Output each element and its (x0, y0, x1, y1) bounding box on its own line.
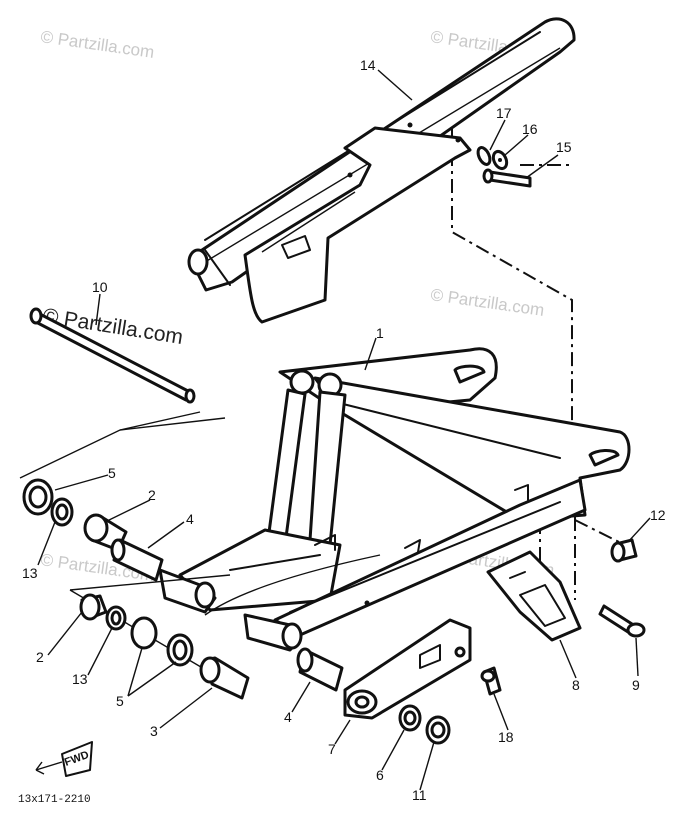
callout-7: 7 (328, 741, 336, 757)
chain-adjuster-plate (343, 618, 472, 720)
callout-14: 14 (360, 57, 376, 73)
chain-guide (486, 550, 582, 642)
callout-8: 8 (572, 677, 580, 693)
callout-13-lower: 13 (72, 671, 88, 687)
callout-12: 12 (650, 507, 666, 523)
cap-12 (610, 538, 638, 563)
callout-18: 18 (498, 729, 514, 745)
forward-direction-marker: FWD (35, 741, 93, 777)
bushing-group-upper (19, 411, 226, 582)
callout-13-upper: 13 (22, 565, 38, 581)
callout-16: 16 (522, 121, 538, 137)
pivot-shaft (29, 307, 196, 404)
callout-11: 11 (412, 787, 427, 803)
bolt-9 (598, 604, 646, 638)
diagram-code: 13x171-2210 (18, 794, 91, 806)
callout-15: 15 (556, 139, 572, 155)
callout-4-lower: 4 (284, 709, 292, 725)
callout-4-upper: 4 (186, 511, 194, 527)
callout-2-upper: 2 (148, 487, 156, 503)
bushing-group-lower (69, 574, 344, 700)
chain-case (187, 17, 576, 324)
callout-5-lower: 5 (116, 693, 124, 709)
callouts: 14 17 16 15 10 1 5 2 4 13 12 2 13 5 3 4 … (22, 57, 666, 803)
callout-9: 9 (632, 677, 640, 693)
leader-lines (37, 69, 651, 791)
callout-3: 3 (150, 723, 158, 739)
bolt-15-washer-16-nut-17 (476, 146, 532, 188)
watermark-3: © Partzilla.com (429, 285, 545, 320)
callout-17: 17 (496, 105, 512, 121)
callout-6: 6 (376, 767, 384, 783)
swingarm-frame (158, 347, 631, 652)
watermark-1: © Partzilla.com (39, 27, 155, 62)
callout-1: 1 (376, 325, 384, 341)
bolt-18 (480, 666, 502, 696)
callout-5-upper: 5 (108, 465, 116, 481)
washer-6-nut-11 (398, 704, 451, 745)
callout-10: 10 (92, 279, 108, 295)
callout-2-lower: 2 (36, 649, 44, 665)
